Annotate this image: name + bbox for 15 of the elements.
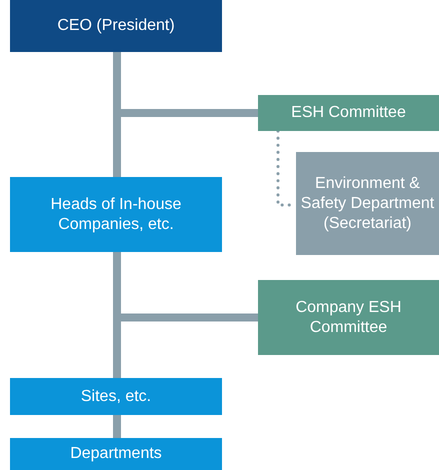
org-box xyxy=(258,280,439,355)
org-box xyxy=(258,95,439,131)
box-label: Environment & Safety Department (Secretariat) xyxy=(300,174,435,234)
org-box xyxy=(10,378,222,415)
box-label: Departments xyxy=(70,444,162,464)
box-label: Sites, etc. xyxy=(80,386,152,406)
box-label: ESH Committee xyxy=(291,103,406,123)
org-box xyxy=(296,152,439,255)
org-box xyxy=(10,177,222,252)
box-label: Company ESH Committee xyxy=(294,298,402,338)
box-label: CEO (President) xyxy=(57,16,175,36)
org-box xyxy=(10,0,222,52)
connector-line xyxy=(113,415,121,438)
org-box xyxy=(10,438,222,470)
box-label: Heads of In-house Companies, etc. xyxy=(50,194,182,234)
